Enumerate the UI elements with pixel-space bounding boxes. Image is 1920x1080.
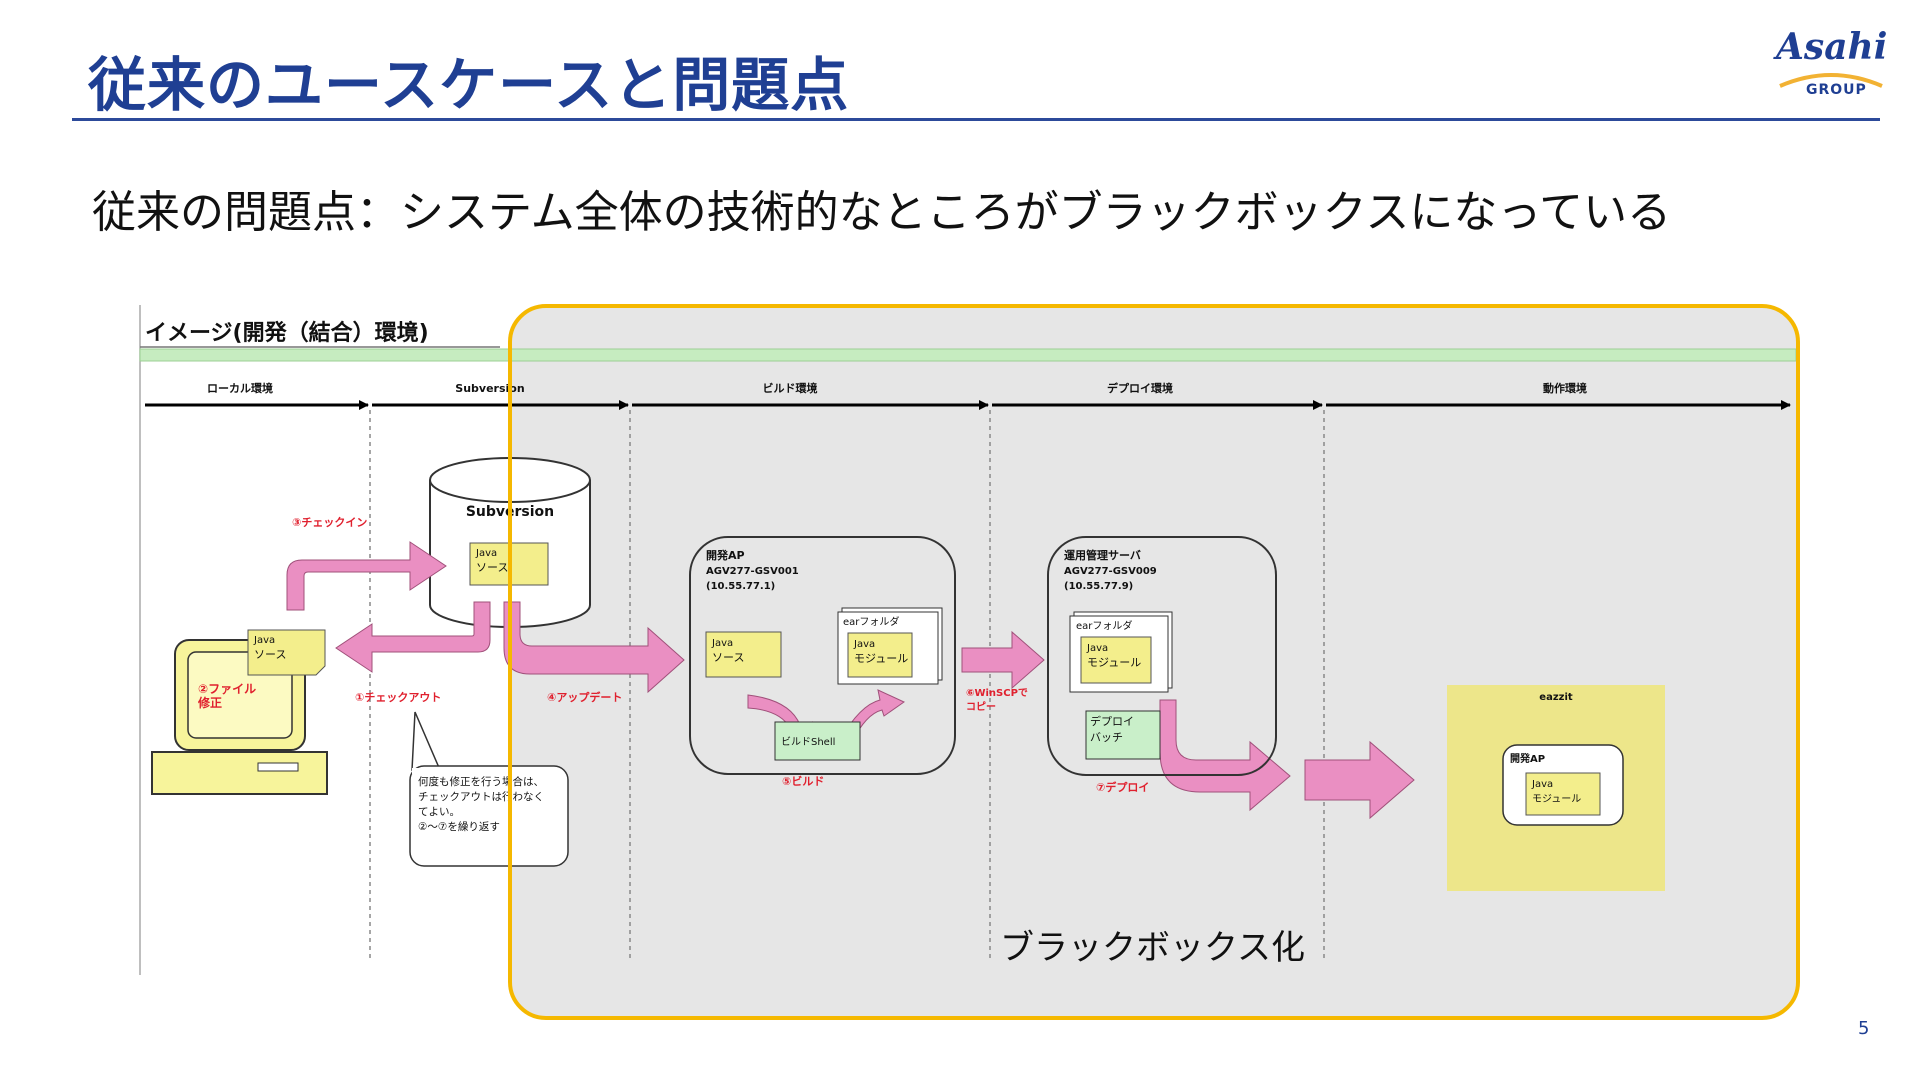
lane-label-deploy: デプロイ環境 [1107, 381, 1173, 395]
svg-text:ソース: ソース [712, 651, 744, 664]
winscp-arrow [961, 630, 1045, 690]
svg-text:earフォルダ: earフォルダ [1076, 619, 1132, 632]
dev-ap-server: 開発AP AGV277-GSV001 (10.55.77.1) [689, 536, 956, 775]
lane-label-local: ローカル環境 [207, 381, 273, 395]
svg-text:②～⑦を繰り返す: ②～⑦を繰り返す [418, 820, 500, 833]
lane-label-build: ビルド環境 [763, 381, 818, 395]
lane-label-runtime: 動作環境 [1543, 381, 1587, 395]
page-title: 従来のユースケースと問題点 [88, 51, 850, 119]
logo-group: GROUP [1806, 82, 1867, 98]
checkin-arrow [286, 541, 447, 611]
checkout-arrow [335, 601, 491, 673]
local-note-line1: ②ファイル [198, 682, 256, 696]
dev-ap-ip: (10.55.77.1) [706, 581, 775, 592]
dev-ap-name: 開発AP [706, 548, 745, 562]
dev-ap-java-source: Java ソース [705, 631, 782, 678]
dev-ap-host: AGV277-GSV001 [706, 566, 799, 577]
step-deploy: ⑦デプロイ [1096, 780, 1149, 794]
ops-ear-folder: earフォルダ Java モジュール [1069, 611, 1173, 693]
page-number: 5 [1858, 1018, 1870, 1039]
svg-text:Java: Java [1531, 779, 1553, 790]
step-winscp-line2: コピー [966, 701, 996, 713]
runtime-ap-name: 開発AP [1510, 752, 1545, 765]
black-box-label: ブラックボックス化 [1000, 928, 1305, 968]
update-arrow [503, 601, 685, 694]
ops-server-name: 運用管理サーバ [1064, 548, 1141, 562]
local-note-line2: 修正 [197, 695, 222, 710]
flow-arrows [286, 541, 1415, 820]
lane-band [139, 348, 1797, 362]
diagram-heading: イメージ(開発（結合）環境) [145, 320, 429, 346]
logo-word: Asahi [1776, 26, 1888, 68]
svg-text:モジュール: モジュール [1087, 656, 1141, 669]
build-shell: ビルドShell [774, 721, 861, 761]
to-runtime-arrow [1304, 740, 1415, 820]
svg-text:Java: Java [475, 548, 497, 559]
title-divider [72, 118, 1880, 121]
repeat-callout: 何度も修正を行う場合は、 チェックアウトは行わなく てよい。 ②～⑦を繰り返す [409, 711, 569, 867]
svg-text:チェックアウトは行わなく: チェックアウトは行わなく [418, 790, 544, 803]
step-checkin: ③チェックイン [292, 516, 367, 529]
lane-dividers [369, 410, 1325, 960]
ops-management-server: 運用管理サーバ AGV277-GSV009 (10.55.77.9) [1047, 536, 1277, 776]
svg-text:何度も修正を行う場合は、: 何度も修正を行う場合は、 [418, 775, 544, 788]
logo-swoosh-icon [1779, 73, 1883, 88]
svg-text:Java: Java [1086, 643, 1108, 654]
svg-text:バッチ: バッチ [1090, 731, 1123, 744]
dev-ap-ear-folder: earフォルダ Java モジュール [837, 607, 943, 685]
svg-text:ソース: ソース [476, 561, 508, 574]
svg-text:Java: Java [253, 635, 275, 646]
runtime-eazzit: eazzit 開発AP Java モジュール [1447, 685, 1665, 891]
black-box-border [508, 304, 1800, 1020]
svg-text:Java: Java [711, 638, 733, 649]
local-java-source: Java ソース [247, 629, 326, 676]
step-checkout: ①チェックアウト [355, 691, 441, 704]
step-winscp-line1: ⑥WinSCPで [966, 687, 1028, 699]
svg-text:デプロイ: デプロイ [1090, 714, 1134, 728]
runtime-name: eazzit [1539, 692, 1573, 703]
svg-text:ビルドShell: ビルドShell [781, 736, 835, 748]
svg-text:ソース: ソース [254, 648, 286, 661]
problem-statement: 従来の問題点：システム全体の技術的なところがブラックボックスになっている [92, 187, 1672, 238]
step-update: ④アップデート [547, 690, 622, 704]
step-build: ⑤ビルド [782, 774, 824, 788]
ops-server-host: AGV277-GSV009 [1064, 566, 1157, 577]
svg-text:Java: Java [853, 639, 875, 650]
svg-text:モジュール: モジュール [854, 652, 908, 665]
svg-text:earフォルダ: earフォルダ [843, 615, 899, 628]
deploy-batch: デプロイ バッチ [1085, 710, 1161, 760]
svg-text:てよい。: てよい。 [418, 806, 460, 818]
svg-text:モジュール: モジュール [1532, 794, 1581, 805]
ops-server-ip: (10.55.77.9) [1064, 581, 1133, 592]
lane-label-subversion: Subversion [455, 382, 524, 395]
asahi-logo: Asahi GROUP [1770, 26, 1890, 106]
